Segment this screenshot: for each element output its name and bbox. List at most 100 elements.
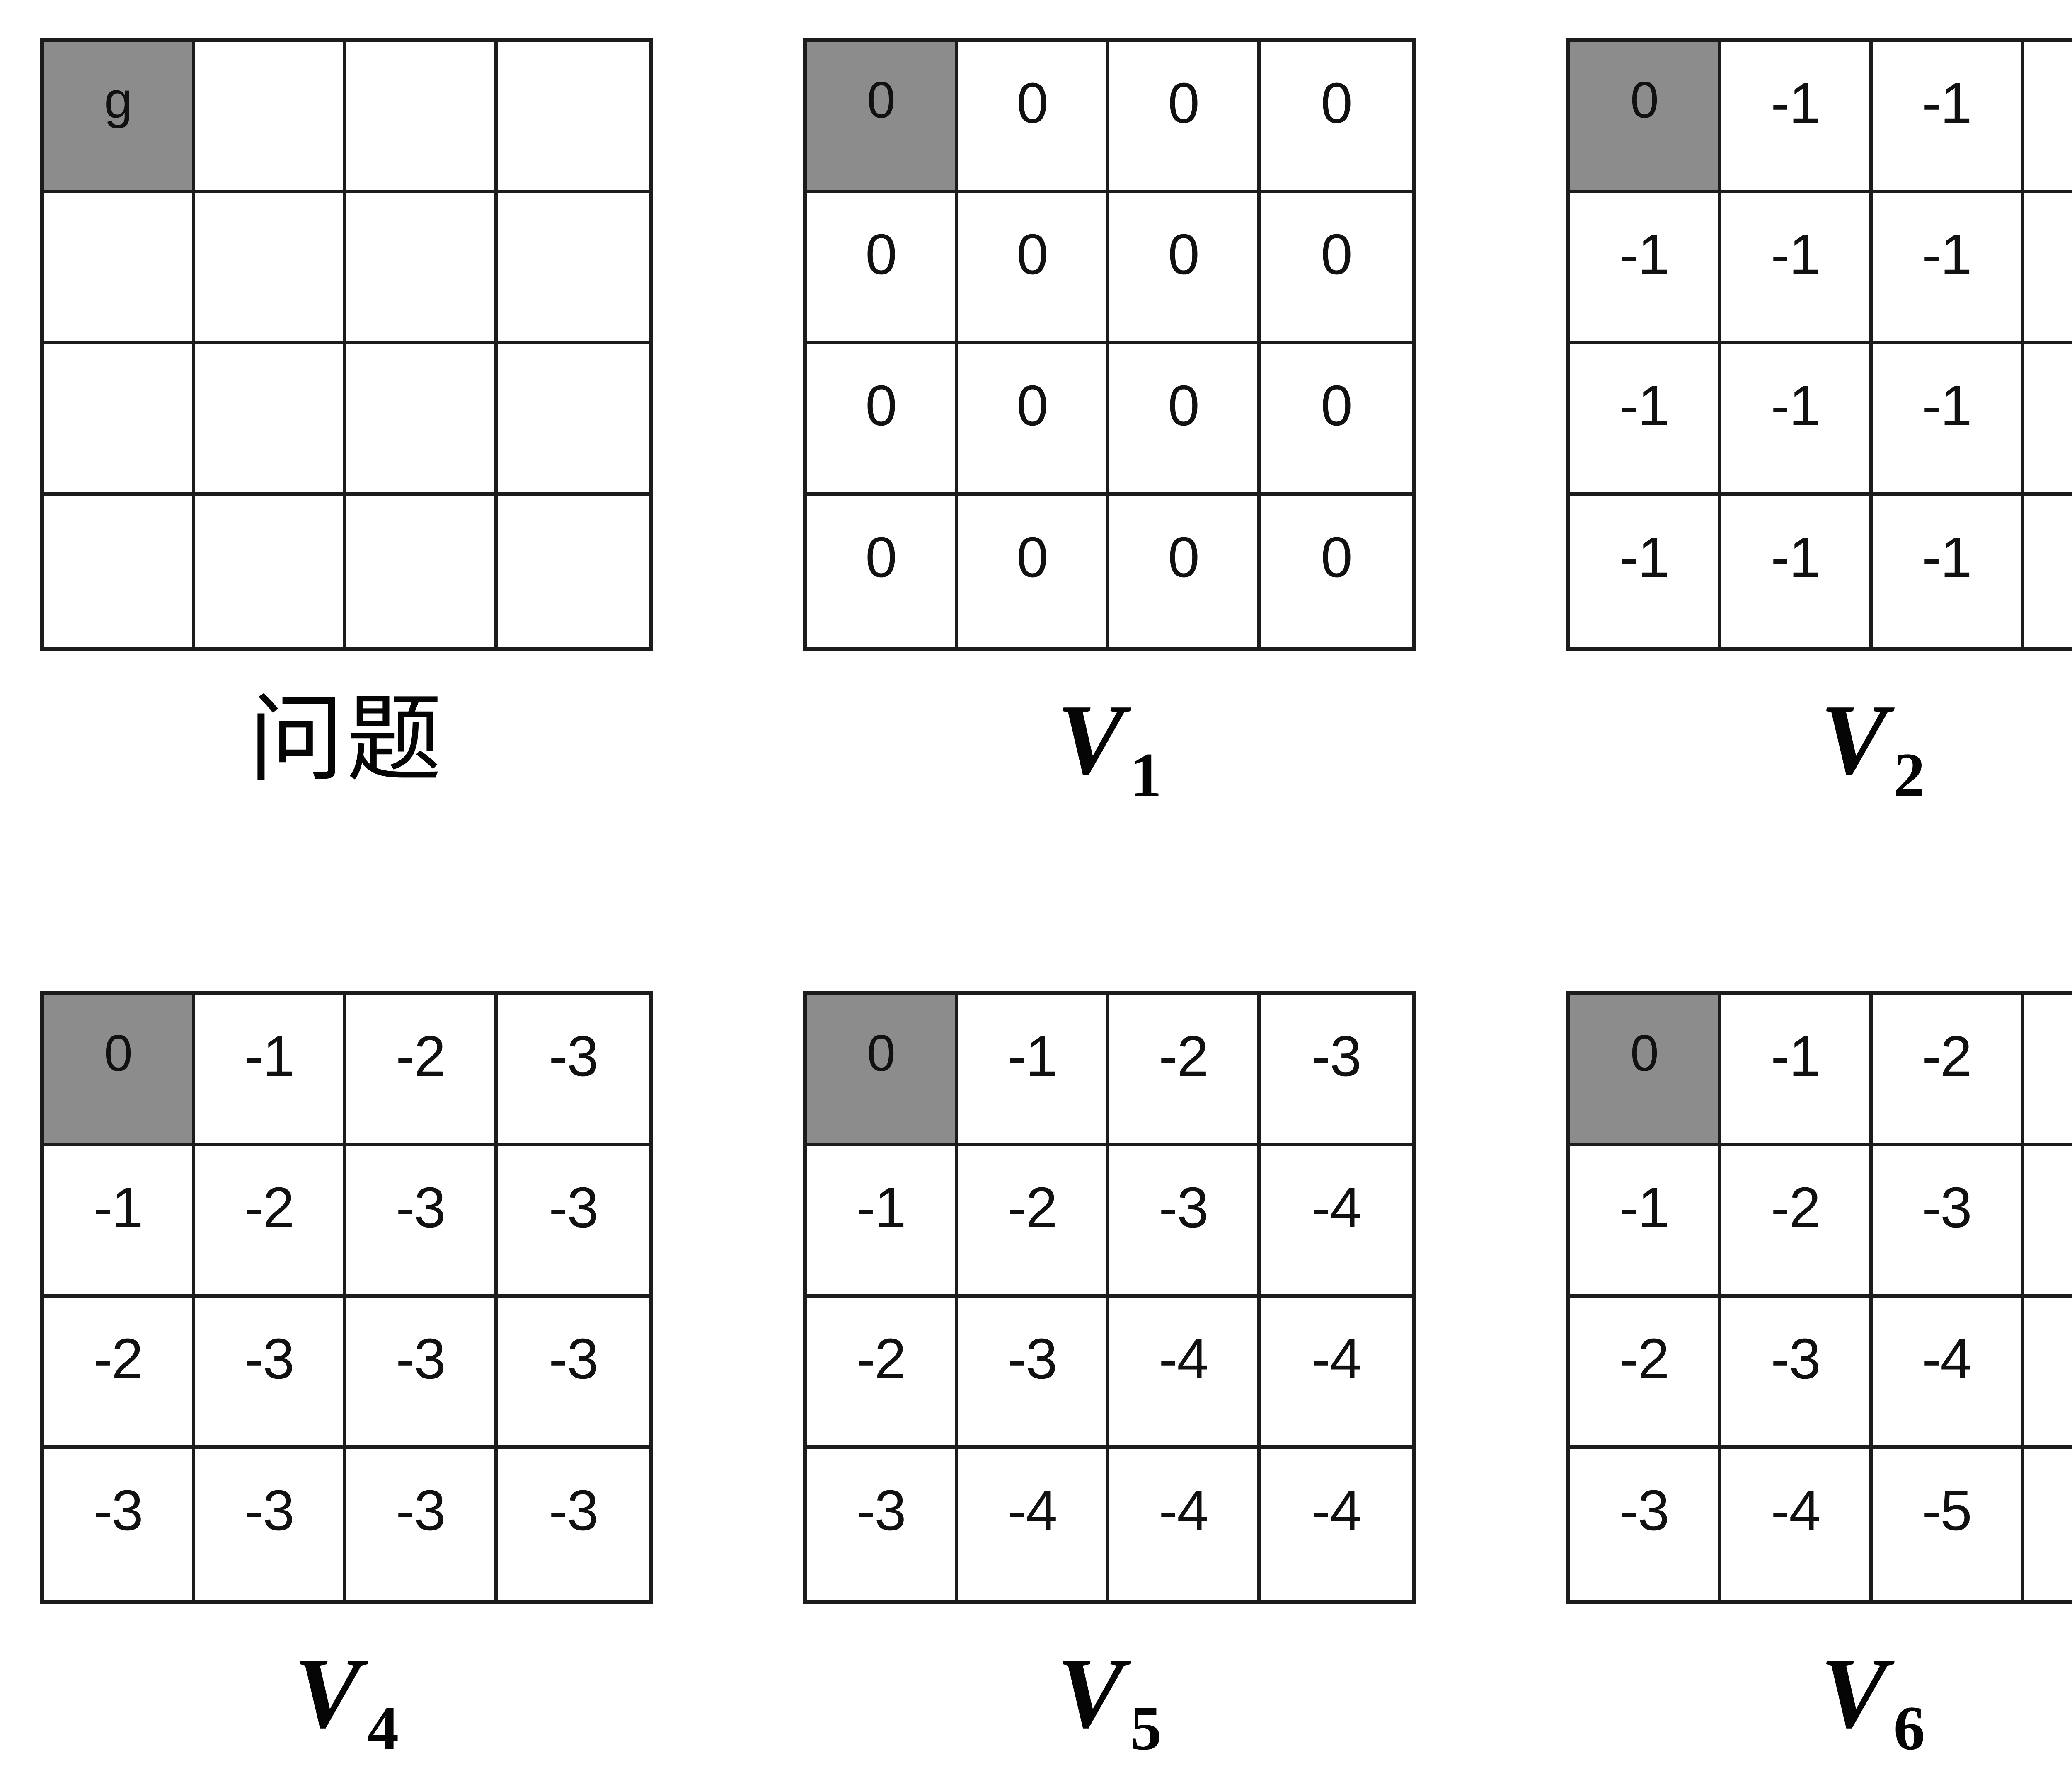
- cell-v6-r0-c0[interactable]: 0: [1570, 995, 1721, 1146]
- cell-v4-r2-c2[interactable]: -3: [346, 1298, 498, 1449]
- cell-problem-r0-c3[interactable]: [498, 42, 649, 193]
- cell-problem-r3-c3[interactable]: [498, 496, 649, 647]
- cell-v5-r2-c2[interactable]: -4: [1109, 1298, 1261, 1449]
- cell-v1-r0-c1[interactable]: 0: [958, 42, 1109, 193]
- cell-v6-r1-c2[interactable]: -3: [1873, 1146, 2024, 1298]
- cell-v1-r1-c2[interactable]: 0: [1109, 193, 1261, 344]
- cell-problem-r2-c3[interactable]: [498, 344, 649, 496]
- cell-v4-r3-c2[interactable]: -3: [346, 1449, 498, 1600]
- cell-v1-r1-c1[interactable]: 0: [958, 193, 1109, 344]
- cell-v4-r0-c2[interactable]: -2: [346, 995, 498, 1146]
- cell-v4-r0-c0[interactable]: 0: [44, 995, 195, 1146]
- cell-problem-r1-c1[interactable]: [195, 193, 346, 344]
- cell-v5-r3-c1[interactable]: -4: [958, 1449, 1109, 1600]
- cell-v4-r0-c3[interactable]: -3: [498, 995, 649, 1146]
- cell-v4-r1-c1[interactable]: -2: [195, 1146, 346, 1298]
- cell-v4-r1-c2[interactable]: -3: [346, 1146, 498, 1298]
- cell-v5-r1-c0[interactable]: -1: [807, 1146, 958, 1298]
- cell-v4-r1-c3[interactable]: -3: [498, 1146, 649, 1298]
- cell-problem-r0-c1[interactable]: [195, 42, 346, 193]
- cell-v6-r2-c2[interactable]: -4: [1873, 1298, 2024, 1449]
- cell-v2-r2-c2[interactable]: -1: [1873, 344, 2024, 496]
- cell-v6-r0-c2[interactable]: -2: [1873, 995, 2024, 1146]
- cell-v2-r1-c0[interactable]: -1: [1570, 193, 1721, 344]
- cell-v2-r1-c1[interactable]: -1: [1721, 193, 1873, 344]
- cell-v6-r3-c2[interactable]: -5: [1873, 1449, 2024, 1600]
- cell-v5-r2-c3[interactable]: -4: [1261, 1298, 1412, 1449]
- cell-v1-r2-c1[interactable]: 0: [958, 344, 1109, 496]
- cell-v4-r3-c1[interactable]: -3: [195, 1449, 346, 1600]
- cell-v5-r3-c3[interactable]: -4: [1261, 1449, 1412, 1600]
- cell-v1-r3-c2[interactable]: 0: [1109, 496, 1261, 647]
- cell-problem-r0-c2[interactable]: [346, 42, 498, 193]
- cell-v6-r1-c0[interactable]: -1: [1570, 1146, 1721, 1298]
- cell-v5-r1-c3[interactable]: -4: [1261, 1146, 1412, 1298]
- cell-v5-r1-c1[interactable]: -2: [958, 1146, 1109, 1298]
- cell-v1-r2-c3[interactable]: 0: [1261, 344, 1412, 496]
- cell-v2-r2-c1[interactable]: -1: [1721, 344, 1873, 496]
- cell-v4-r2-c0[interactable]: -2: [44, 1298, 195, 1449]
- cell-v2-r3-c2[interactable]: -1: [1873, 496, 2024, 647]
- cell-v2-r0-c2[interactable]: -1: [1873, 42, 2024, 193]
- cell-v4-r2-c3[interactable]: -3: [498, 1298, 649, 1449]
- cell-v1-r3-c0[interactable]: 0: [807, 496, 958, 647]
- cell-v6-r2-c0[interactable]: -2: [1570, 1298, 1721, 1449]
- cell-v2-r2-c3[interactable]: -1: [2024, 344, 2072, 496]
- cell-problem-r2-c1[interactable]: [195, 344, 346, 496]
- cell-problem-r2-c0[interactable]: [44, 344, 195, 496]
- cell-v2-r3-c1[interactable]: -1: [1721, 496, 1873, 647]
- cell-v5-r0-c0[interactable]: 0: [807, 995, 958, 1146]
- cell-v2-r2-c0[interactable]: -1: [1570, 344, 1721, 496]
- cell-problem-r1-c2[interactable]: [346, 193, 498, 344]
- cell-v6-r1-c3[interactable]: -4: [2024, 1146, 2072, 1298]
- cell-v6-r2-c1[interactable]: -3: [1721, 1298, 1873, 1449]
- cell-v1-r2-c2[interactable]: 0: [1109, 344, 1261, 496]
- cell-v4-r0-c1[interactable]: -1: [195, 995, 346, 1146]
- cell-v4-r3-c0[interactable]: -3: [44, 1449, 195, 1600]
- cell-problem-r3-c1[interactable]: [195, 496, 346, 647]
- cell-v5-r1-c2[interactable]: -3: [1109, 1146, 1261, 1298]
- cell-problem-r2-c2[interactable]: [346, 344, 498, 496]
- cell-problem-r0-c0[interactable]: g: [44, 42, 195, 193]
- cell-v5-r3-c0[interactable]: -3: [807, 1449, 958, 1600]
- cell-v2-r3-c0[interactable]: -1: [1570, 496, 1721, 647]
- cell-v6-r3-c3[interactable]: -5: [2024, 1449, 2072, 1600]
- cell-v2-r1-c3[interactable]: -1: [2024, 193, 2072, 344]
- cell-v6-r1-c1[interactable]: -2: [1721, 1146, 1873, 1298]
- cell-v2-r3-c3[interactable]: -1: [2024, 496, 2072, 647]
- cell-value: -1: [1007, 1024, 1058, 1088]
- cell-v6-r0-c3[interactable]: -3: [2024, 995, 2072, 1146]
- cell-v5-r0-c3[interactable]: -3: [1261, 995, 1412, 1146]
- cell-v5-r2-c1[interactable]: -3: [958, 1298, 1109, 1449]
- cell-value: 0: [1321, 373, 1353, 438]
- cell-v6-r2-c3[interactable]: -5: [2024, 1298, 2072, 1449]
- cell-problem-r3-c2[interactable]: [346, 496, 498, 647]
- cell-problem-r3-c0[interactable]: [44, 496, 195, 647]
- cell-v1-r3-c1[interactable]: 0: [958, 496, 1109, 647]
- cell-v2-r0-c3[interactable]: -1: [2024, 42, 2072, 193]
- cell-v1-r0-c2[interactable]: 0: [1109, 42, 1261, 193]
- cell-v1-r0-c3[interactable]: 0: [1261, 42, 1412, 193]
- cell-v4-r1-c0[interactable]: -1: [44, 1146, 195, 1298]
- cell-v1-r0-c0[interactable]: 0: [807, 42, 958, 193]
- cell-v4-r3-c3[interactable]: -3: [498, 1449, 649, 1600]
- cell-v2-r1-c2[interactable]: -1: [1873, 193, 2024, 344]
- cell-problem-r1-c3[interactable]: [498, 193, 649, 344]
- cell-v5-r3-c2[interactable]: -4: [1109, 1449, 1261, 1600]
- cell-v1-r3-c3[interactable]: 0: [1261, 496, 1412, 647]
- cell-v6-r3-c0[interactable]: -3: [1570, 1449, 1721, 1600]
- cell-v5-r0-c2[interactable]: -2: [1109, 995, 1261, 1146]
- cell-problem-r1-c0[interactable]: [44, 193, 195, 344]
- cell-v5-r0-c1[interactable]: -1: [958, 995, 1109, 1146]
- cell-v6-r0-c1[interactable]: -1: [1721, 995, 1873, 1146]
- cell-v5-r2-c0[interactable]: -2: [807, 1298, 958, 1449]
- cell-v4-r2-c1[interactable]: -3: [195, 1298, 346, 1449]
- cell-v2-r0-c1[interactable]: -1: [1721, 42, 1873, 193]
- cell-v2-r0-c0[interactable]: 0: [1570, 42, 1721, 193]
- cell-v6-r3-c1[interactable]: -4: [1721, 1449, 1873, 1600]
- cell-v1-r1-c0[interactable]: 0: [807, 193, 958, 344]
- cell-v1-r1-c3[interactable]: 0: [1261, 193, 1412, 344]
- cell-value: 0: [865, 525, 897, 590]
- cell-v1-r2-c0[interactable]: 0: [807, 344, 958, 496]
